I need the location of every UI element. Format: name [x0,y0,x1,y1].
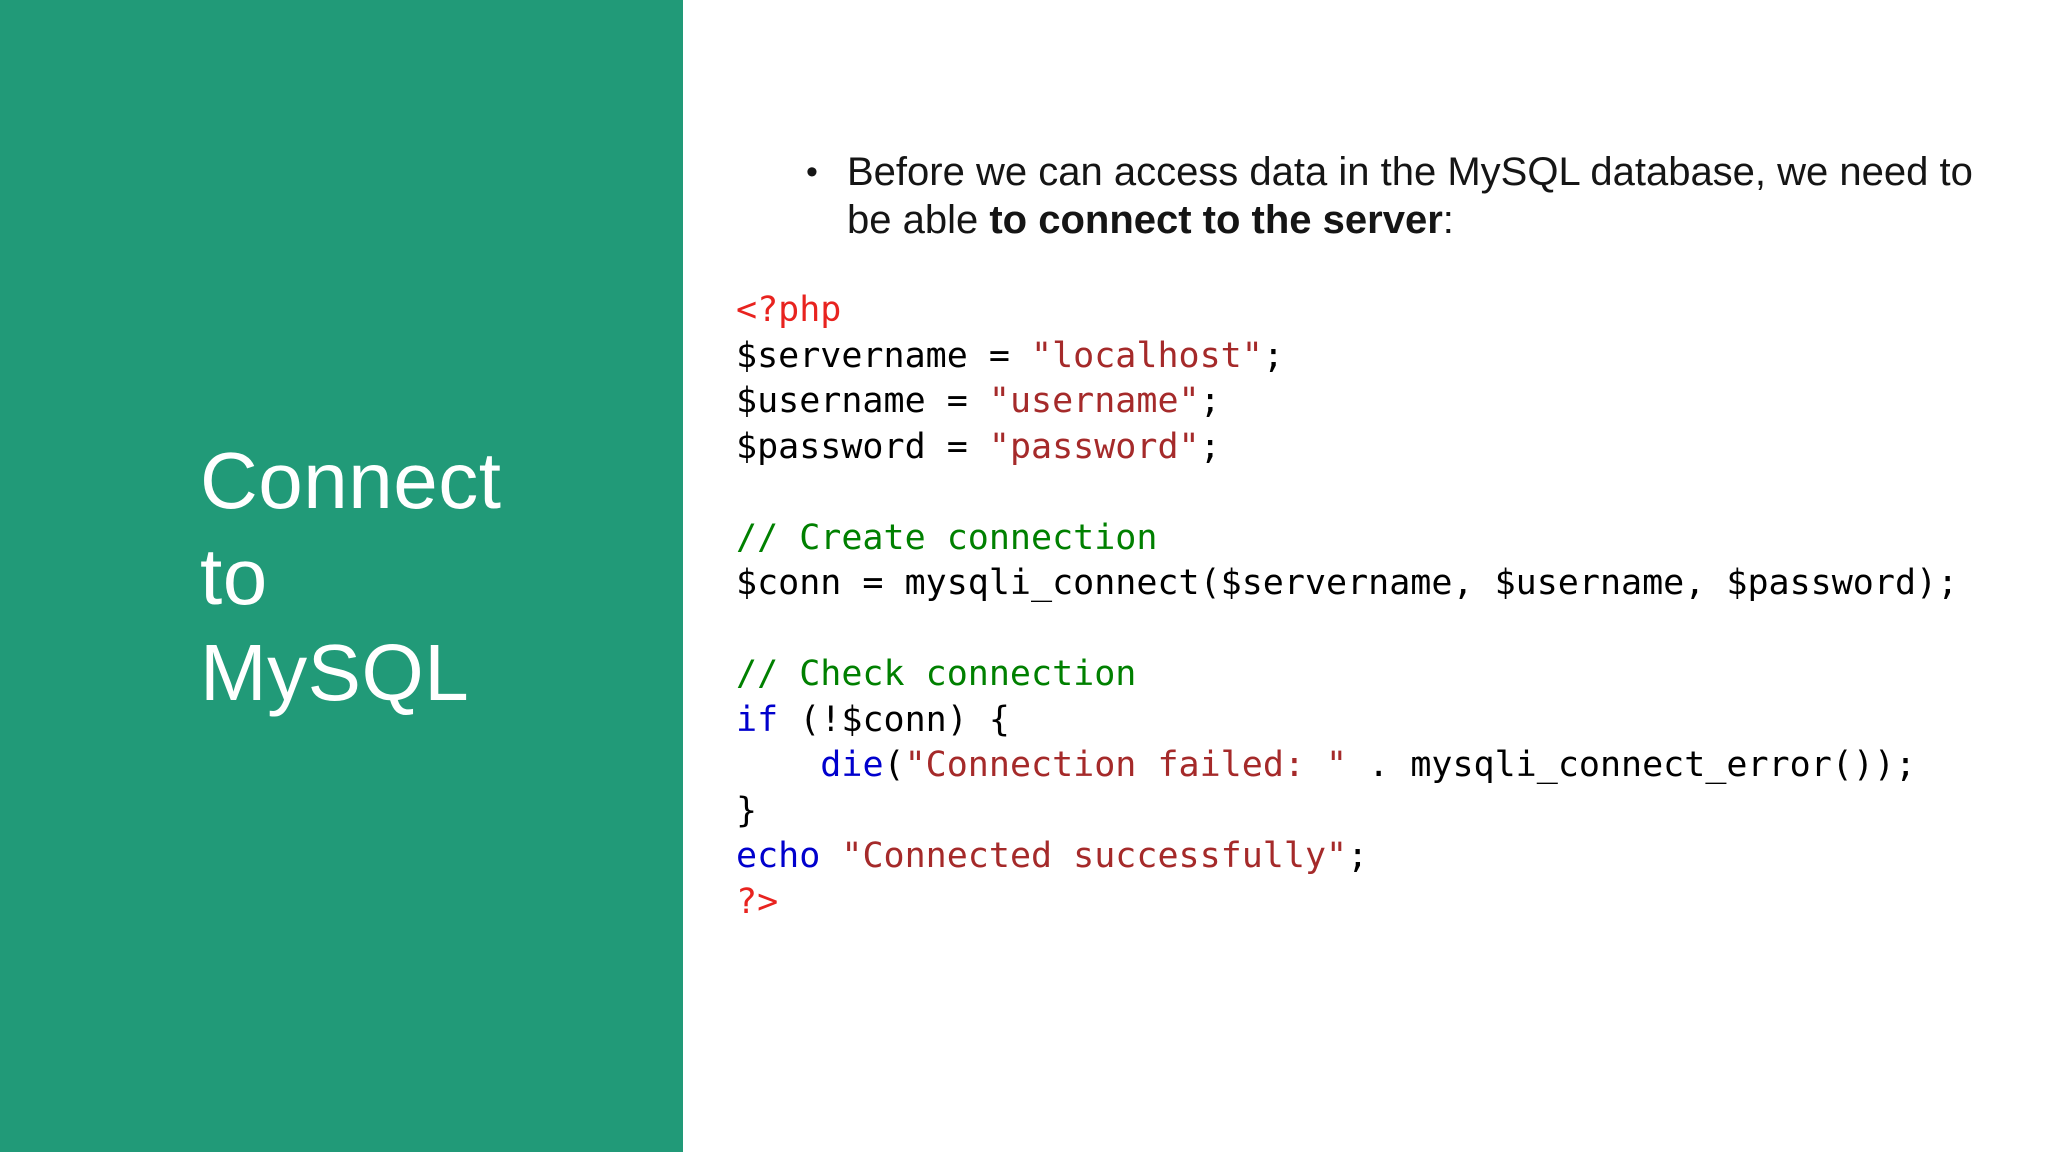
code-line [736,470,1958,516]
code-block: <?php$servername = "localhost";$username… [736,288,1958,925]
bullet-text-line1: Before we can access data in the MySQL d… [847,150,1973,194]
slide-title: Connect to MySQL [200,436,502,717]
code-token-str: "Connected successfully" [841,836,1348,876]
code-line: die("Connection failed: " . mysqli_conne… [736,743,1958,789]
code-token-plain: ; [1347,836,1369,876]
code-line: echo "Connected successfully"; [736,834,1958,880]
code-line: $servername = "localhost"; [736,334,1958,380]
code-line: <?php [736,288,1958,334]
code-line: $password = "password"; [736,425,1958,471]
code-line: $username = "username"; [736,379,1958,425]
code-line: ?> [736,880,1958,926]
code-token-plain: $username = [736,381,989,421]
code-line: if (!$conn) { [736,698,1958,744]
bullet-text-line2-bold: to connect to the server [989,198,1443,242]
bullet-item: • Before we can access data in the MySQL… [806,148,1973,244]
bullet-text: Before we can access data in the MySQL d… [847,148,1973,244]
title-panel: Connect to MySQL [0,0,683,1152]
code-token-str: "localhost" [1031,335,1263,376]
code-token-kw: if [736,699,779,740]
code-token-plain: . mysqli_connect_error()); [1347,745,1917,785]
code-token-str: "password" [988,426,1200,467]
code-token-com: // Create connection [736,517,1158,558]
code-token-tag: ?> [736,881,779,922]
code-token-plain [820,836,841,876]
code-token-plain: ( [883,745,905,785]
code-line [736,607,1958,653]
code-line: // Create connection [736,516,1958,562]
bullet-text-line2-suffix: : [1442,198,1454,242]
code-line: $conn = mysqli_connect($servername, $use… [736,561,1958,607]
bullet-text-line2-prefix: be able [847,198,990,242]
code-line: // Check connection [736,652,1958,698]
code-token-plain: } [736,790,758,831]
code-line: } [736,789,1958,835]
code-token-plain: $password = [736,426,989,467]
code-token-kw: die [820,745,884,785]
code-token-plain: ; [1199,381,1221,421]
code-token-com: // Check connection [736,654,1137,694]
code-token-str: "username" [988,381,1200,421]
bullet-marker: • [806,153,818,191]
code-token-plain: $servername = [736,335,1032,376]
code-token-kw: echo [736,836,821,876]
code-token-plain [736,745,820,785]
code-token-tag: <?php [736,290,842,330]
code-token-plain: $conn = mysqli_connect($servername, $use… [736,563,1959,603]
content-area: • Before we can access data in the MySQL… [683,0,2048,1152]
code-token-str: "Connection failed: " [904,745,1348,785]
code-token-plain: ; [1262,335,1284,376]
code-token-plain: ; [1199,426,1221,467]
code-token-plain: (!$conn) { [778,699,1010,740]
